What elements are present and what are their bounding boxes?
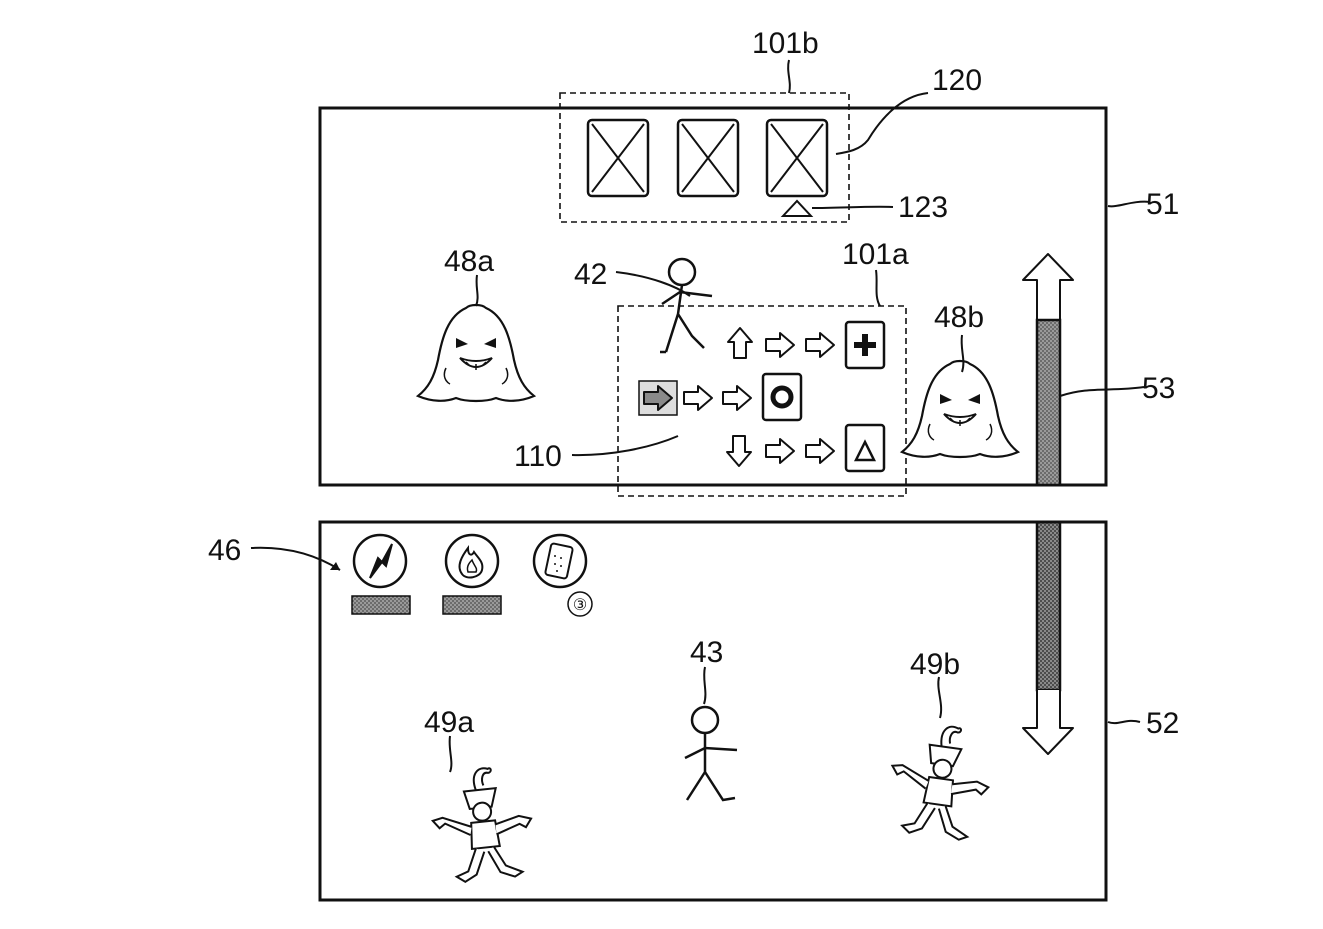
label-ghost-right: 48b <box>934 301 984 334</box>
label-elf-right: 49b <box>910 648 960 681</box>
fire-gauge <box>442 595 502 615</box>
gauge <box>1022 253 1074 755</box>
label-card-pointer: 123 <box>898 191 948 224</box>
elf-enemy-right <box>882 718 997 844</box>
plus-button[interactable] <box>844 320 886 370</box>
label-command-tree: 110 <box>514 440 562 473</box>
right-arrow-icon <box>765 332 795 358</box>
label-player-upper: 42 <box>574 258 607 291</box>
circle-button[interactable] <box>761 372 803 422</box>
right-arrow-icon <box>722 385 752 411</box>
right-arrow-icon <box>805 438 835 464</box>
card-slot[interactable] <box>586 118 650 198</box>
right-arrow-icon <box>643 385 673 411</box>
upper-screen-frame <box>318 106 1108 487</box>
lightning-icon[interactable] <box>352 533 408 589</box>
down-arrow-icon <box>726 435 752 467</box>
right-arrow-icon <box>683 385 713 411</box>
fire-icon[interactable] <box>444 533 500 589</box>
lower-screen-frame <box>318 520 1108 902</box>
card-item-icon[interactable] <box>532 533 588 589</box>
leader-arrowhead <box>330 562 340 570</box>
label-gauge: 53 <box>1142 372 1175 405</box>
label-ghost-left: 48a <box>444 245 494 278</box>
player-character-lower <box>683 705 739 802</box>
command-tree <box>638 320 886 473</box>
card-area-outline <box>559 92 850 223</box>
label-elf-left: 49a <box>424 706 474 739</box>
ghost-enemy-right <box>900 359 1020 459</box>
triangle-button[interactable] <box>844 423 886 473</box>
card-pointer-triangle <box>780 199 814 217</box>
card-slot[interactable] <box>676 118 740 198</box>
player-character-upper <box>660 257 713 354</box>
lightning-gauge <box>351 595 411 615</box>
label-card-group: 120 <box>932 64 982 97</box>
label-card-area: 101b <box>752 27 819 60</box>
ghost-enemy-left <box>416 303 536 403</box>
right-arrow-icon <box>805 332 835 358</box>
label-command-area: 101a <box>842 238 909 271</box>
item-count-badge: ③ <box>567 591 593 617</box>
label-lower-screen: 52 <box>1146 707 1179 740</box>
label-player-lower: 43 <box>690 636 723 669</box>
icon-row: ③ <box>351 533 593 617</box>
command-area-outline <box>617 305 907 497</box>
right-arrow-icon <box>765 438 795 464</box>
svg-text:③: ③ <box>573 597 587 614</box>
label-icon-row: 46 <box>208 534 241 567</box>
card-slot[interactable] <box>765 118 829 198</box>
card-group <box>586 118 829 198</box>
elf-enemy-left <box>426 762 538 886</box>
up-arrow-icon <box>727 327 753 359</box>
label-upper-screen: 51 <box>1146 188 1179 221</box>
